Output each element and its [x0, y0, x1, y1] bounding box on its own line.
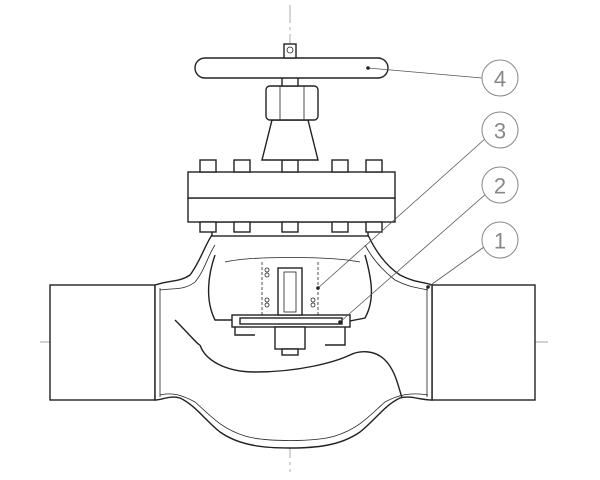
callout-4: 4	[481, 59, 519, 97]
leader-1	[427, 246, 485, 288]
right-pipe	[431, 284, 536, 401]
leader-4	[367, 67, 483, 79]
valve-disc	[231, 262, 351, 356]
callout-2: 2	[481, 166, 519, 204]
leader-3	[317, 137, 487, 289]
leader-2	[339, 192, 488, 323]
bolts	[199, 159, 383, 233]
left-pipe	[49, 284, 156, 401]
callout-label: 1	[494, 229, 506, 254]
callout-label: 3	[494, 119, 506, 144]
callout-label: 2	[494, 174, 506, 199]
callout-label: 4	[494, 67, 506, 92]
bonnet-flange	[187, 159, 396, 237]
callout-3: 3	[481, 111, 519, 149]
handwheel	[194, 43, 389, 79]
bonnet-neck	[261, 75, 319, 161]
callout-1: 1	[481, 221, 519, 259]
